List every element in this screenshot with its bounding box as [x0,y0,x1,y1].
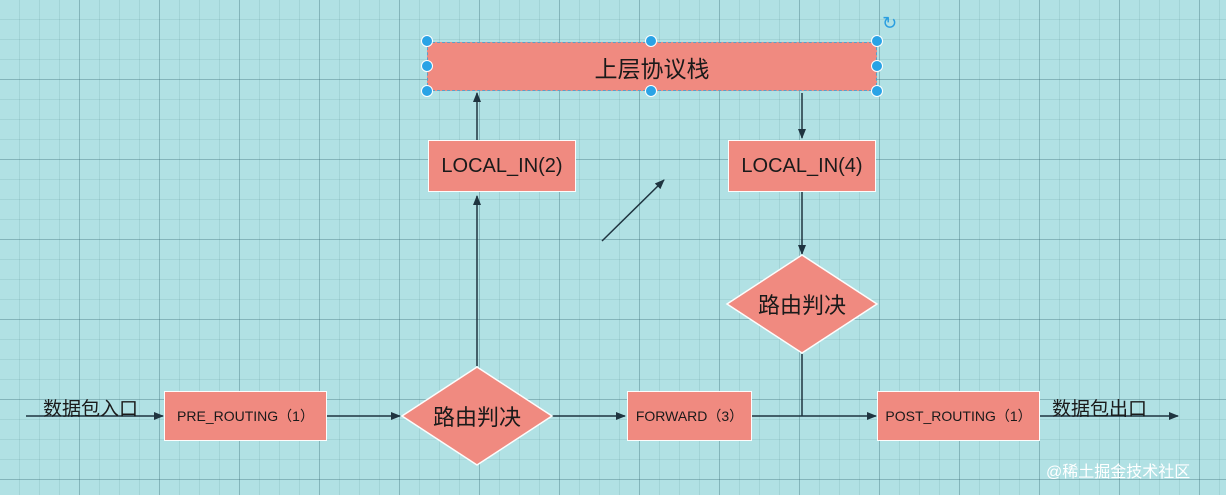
edge-floating-arrow [601,179,665,242]
rotate-icon[interactable]: ↻ [882,13,898,34]
upper-protocol-stack-label: 上层协议栈 [594,55,710,82]
resize-handle-middle-left[interactable] [421,60,433,72]
resize-handle-bottom-left[interactable] [421,85,433,97]
local-in-2-node[interactable]: LOCAL_IN(2) [428,140,576,192]
watermark: @稀土掘金技术社区 [1046,464,1191,481]
resize-handle-top-center[interactable] [645,35,657,47]
decision-diamond-bottom [400,366,554,466]
resize-handle-top-right[interactable] [871,35,883,47]
decision-diamond-right [725,254,879,354]
pre-routing-label: PRE_ROUTING（1） [177,408,314,424]
local-in-4-label: LOCAL_IN(4) [741,154,863,177]
local-in-2-label: LOCAL_IN(2) [441,154,563,177]
resize-handle-top-left[interactable] [421,35,433,47]
forward-label: FORWARD（3） [635,408,744,424]
route-decision-right-label: 路由判决 [757,293,846,318]
route-decision-bottom-label: 路由判决 [432,405,521,430]
post-routing-label: POST_ROUTING（1） [885,408,1032,424]
resize-handle-bottom-right[interactable] [871,85,883,97]
local-in-4-node[interactable]: LOCAL_IN(4) [728,140,876,192]
forward-node[interactable]: FORWARD（3） [627,391,752,441]
packet-out-label: 数据包出口 [1052,399,1148,420]
pre-routing-node[interactable]: PRE_ROUTING（1） [164,391,327,441]
upper-protocol-stack-node[interactable]: 上层协议栈 [427,42,877,91]
resize-handle-bottom-center[interactable] [645,85,657,97]
post-routing-node[interactable]: POST_ROUTING（1） [877,391,1040,441]
packet-in-label: 数据包入口 [43,399,139,420]
resize-handle-middle-right[interactable] [871,60,883,72]
